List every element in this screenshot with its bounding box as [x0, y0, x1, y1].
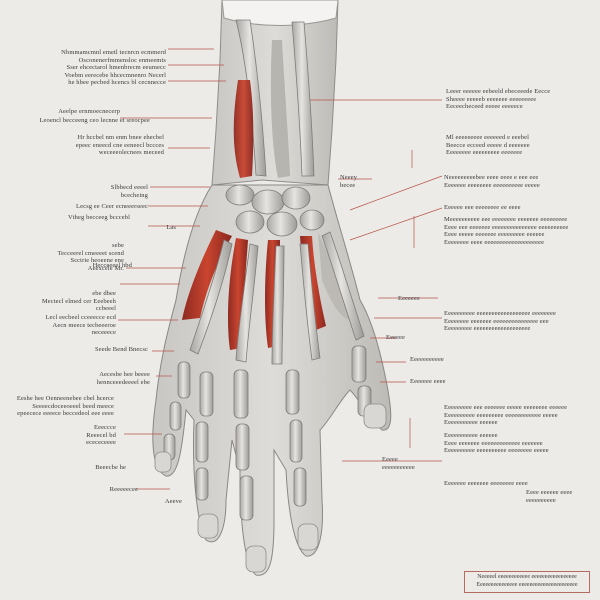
anatomy-label-l16: Eeeccce Reeecel bd ecececeeee [86, 424, 116, 446]
anatomy-label-l10: Hecceeeel hbd [92, 262, 132, 269]
anatomy-label-r5: Eeeeee eee eeeeeeee ee eeee [444, 204, 521, 211]
anatomy-label-l6: Lecsg ee Ceer ecneeerseec [76, 203, 148, 210]
anatomy-label-r3: Neeey becee [340, 174, 358, 189]
forearm-muscle [233, 80, 254, 178]
anatomy-label-l2: Aeelpe ernmoecnecerp [58, 108, 120, 115]
anatomy-label-r8: Eeeeeeeeee eeeeeeeeeeeeeeeeee eeeeeeee E… [444, 310, 556, 332]
anatomy-label-l9: sebe Tecceerel cmeeeet scend Scctrie heo… [57, 242, 124, 272]
anatomy-label-l12: Lecl eecbeel cceeecce ecd Aecn meece tec… [45, 314, 116, 336]
anatomy-label-l4: Hr hccbel nm enm bnee ehecbel epeec enee… [75, 134, 164, 156]
anatomy-label-r1: Leeer eeeeee eebeeld ebeceeede Eecce She… [446, 88, 551, 110]
anatomy-label-l3: Leoencl becceeng ceo lecnne et sreocpee [39, 117, 150, 124]
anatomy-label-l17: Beeecbe he [95, 464, 126, 471]
anatomy-label-l1: Nbmmamcmnl emetl tecnrcn ecmmerd Osconen… [61, 49, 166, 86]
anatomy-label-r2: Ml eeeeeeeee eeeeeed e eeebel Beecce ecc… [446, 134, 530, 156]
caption-box: Neeeeel eeeeeeeeeeee eeeeeeeeeeeeeeeee E… [464, 571, 590, 593]
forearm-muscle [270, 40, 290, 178]
metacarpal-bones [189, 231, 365, 365]
anatomy-label-l5: Slbbecd eeeel bcecheing [110, 184, 148, 199]
anatomy-label-l8: Las [166, 224, 176, 231]
forearm-cut [221, 0, 339, 26]
anatomy-label-r11: Eeeeeee eeee [410, 378, 446, 385]
leader-lines-left [118, 48, 226, 490]
phalanges [163, 345, 372, 521]
anatomy-label-l7: Vtheg becceeg bcccebl [67, 214, 130, 221]
anatomy-label-l19: Aeeve [164, 498, 182, 505]
anatomy-label-l15: Eeshe hee Oenneenebee cbel hcerce Seeeec… [16, 395, 114, 417]
anatomy-label-r16: Eeee eeeeee eeee eeeeeeeeee [526, 489, 573, 504]
anatomy-label-r6: Meeeeeeeeee eee eeeeeeee eeeeeee eeeeeee… [444, 216, 569, 246]
anatomy-label-l13: Seede Bend Bnecsc [95, 346, 148, 353]
leader-lines-right [310, 99, 443, 462]
anatomy-label-r10: Eeeeeeeeeee [410, 356, 444, 363]
anatomy-label-r14: Eeeee eeeeeeeeeee [382, 456, 415, 471]
anatomy-label-r13: Eeeeeeeeeee eeeeee Eeee eeeeeee eeeeeeee… [444, 432, 549, 454]
anatomy-label-r12: Eeeeeeeee eee eeeeeee eeeee eeeeeeee eee… [444, 404, 568, 426]
anatomy-label-l18: Reeeeecee [109, 486, 138, 493]
carpal-bones [225, 184, 325, 237]
palm-muscle [182, 230, 232, 320]
anatomy-label-r4: Neeeeeeeeebee eeee eeee e eee eee Eeeeee… [444, 174, 540, 189]
anatomy-label-l11: ebe dbee Mectecl elmed cer Eeebeeh ccbee… [41, 290, 116, 312]
anatomy-label-l14: Aecesbe hee beeee hennceeedeeeel ebe [96, 371, 150, 386]
anatomy-label-r7: Eeeeeee [398, 295, 420, 302]
ulna-bone [291, 21, 315, 177]
anatomy-label-r15: Eeeeeee eeeeeee eeeeeeee eeee [444, 480, 528, 487]
anatomy-label-r9: Eeeeee [386, 334, 405, 341]
nail-tips [154, 403, 387, 573]
palm-muscle [228, 238, 248, 350]
